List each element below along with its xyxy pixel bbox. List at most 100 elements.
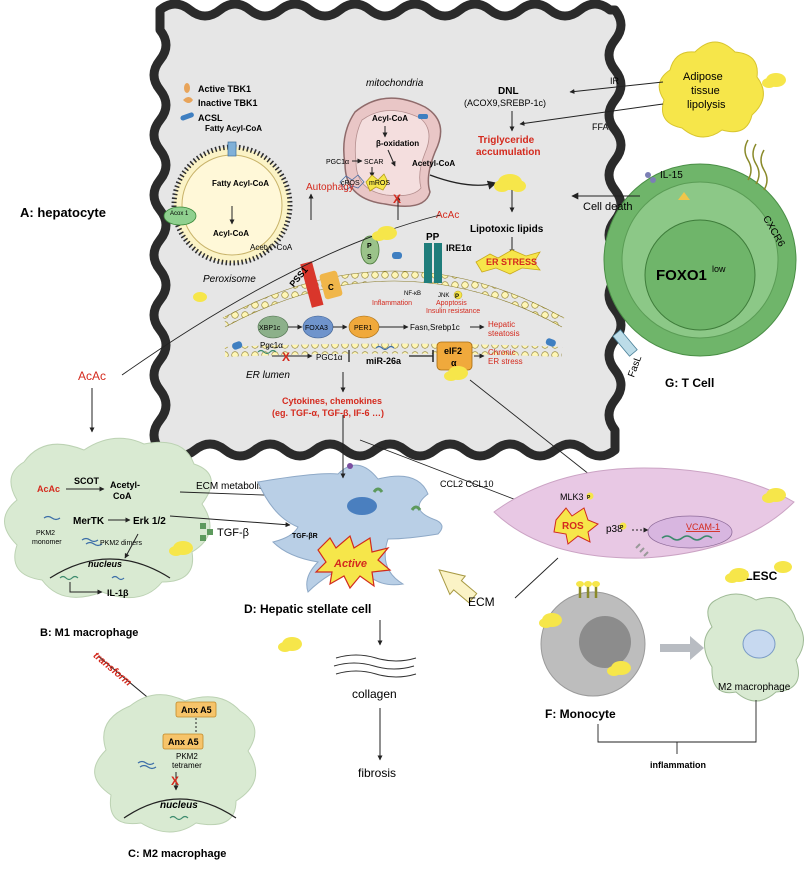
- ecm-label: ECM: [468, 595, 495, 609]
- xbp1c-chain: XBP1c FOXA3 PER1 Fasn,Srebp1c Hepatic st…: [257, 315, 520, 339]
- s-mark: S: [367, 254, 372, 261]
- pgc1a-mid: PGC1α: [316, 353, 343, 362]
- acac-left: AcAc: [78, 369, 106, 383]
- p38-p-mark: P: [620, 525, 624, 531]
- anx-a5-bottom-box: [162, 733, 204, 750]
- active-tbk1-icon: [184, 83, 190, 93]
- inactive-tbk1-icon: [183, 97, 193, 103]
- acox1-label: Acox 1: [170, 211, 189, 217]
- triglyceride-line1: Triglyceride: [478, 135, 535, 146]
- cros-label: cROS: [341, 180, 360, 187]
- mitochondria: mitochondria Acyl-CoA β-oxidation Acetyl…: [343, 78, 455, 207]
- m2-macrophage-right: [704, 593, 804, 702]
- er-stress-label: ER STRESS: [486, 257, 537, 267]
- ecm-metabolism-label: ECM metabolism: [196, 481, 272, 492]
- lipid-chain: DNL (ACOX9,SREBP-1c) Triglyceride accumu…: [393, 86, 546, 275]
- pp-label: PP: [426, 232, 440, 243]
- mir26a-label: miR-26a: [366, 356, 402, 366]
- perox-transporter-icon: [227, 141, 237, 157]
- jnk-p-mark: P: [455, 294, 459, 300]
- inflammation-bracket: [597, 700, 757, 754]
- hepatic-stellate-cell: ECM metabolism TGF-β TGF-βR Active: [169, 415, 443, 593]
- hepatic-steatosis-1: Hepatic: [488, 320, 515, 329]
- tgf-beta-label: TGF-β: [217, 527, 249, 539]
- peroxisome-label: Peroxisome: [203, 274, 256, 285]
- active-label: Active: [333, 558, 367, 570]
- chronic-er-1: Chronic: [488, 348, 516, 357]
- chronic-er-2: ER stress: [488, 357, 523, 366]
- erk-label: Erk 1/2: [133, 516, 166, 527]
- m2-macrophage-label: M2 macrophage: [718, 682, 791, 693]
- acsl-icon: [180, 112, 194, 121]
- ir-label: IR: [610, 76, 620, 86]
- adipose-line1: Adipose: [683, 71, 723, 83]
- ecm-arrow-icon: [438, 569, 478, 604]
- m2-x-mark: X: [171, 774, 179, 788]
- adipose-tissue: Adipose tissue lipolysis IR FFA: [519, 41, 764, 138]
- ire1a-complex: PP IRE1α NF-κB JNK P Inflammation Apopto…: [372, 232, 480, 315]
- pkm2-mono-line2: monomer: [32, 539, 62, 546]
- ire1a-left: [424, 243, 432, 283]
- mros-label: mROS: [369, 180, 390, 187]
- perox-acetyl-coa: Acetyl -CoA: [250, 243, 293, 252]
- er-lumen-label: ER lumen: [246, 370, 290, 381]
- anx-a5-top-box: [175, 701, 217, 718]
- legend: Active TBK1 Inactive TBK1 ACSL: [180, 83, 258, 123]
- lesc: CCL2 CCL10 MLK3 P ROS p38 P VCAM-1: [359, 379, 795, 559]
- ire1a-label: IRE1α: [446, 243, 472, 253]
- legend-inactive-tbk1: Inactive TBK1: [198, 98, 258, 108]
- nucleus-m2: nucleus: [160, 800, 198, 811]
- inhibit-x-mark: X: [393, 192, 401, 206]
- insulin-resistance-label: Insulin resistance: [426, 308, 480, 315]
- il15-label: IL-15: [660, 170, 683, 181]
- il15-receptor-icon: [678, 192, 690, 200]
- il15-dot-2: [650, 177, 656, 183]
- lipotoxic-label: Lipotoxic lipids: [470, 224, 544, 235]
- m1-acetyl-line2: CoA: [113, 491, 132, 501]
- hepatocyte-title: A: hepatocyte: [20, 205, 106, 220]
- cytokines-line2: (eg. TGF-α, TGF-β, IF-6 …): [272, 408, 384, 418]
- dnl-label: DNL: [498, 86, 519, 97]
- apoptosis-label: Apoptosis: [436, 300, 467, 307]
- ire1a-right: [434, 243, 442, 283]
- m1-acetyl-line1: Acetyl-: [110, 480, 140, 490]
- mertk-label: MerTK: [73, 516, 105, 527]
- foxo1-label: FOXO1: [656, 267, 707, 284]
- hsc-nucleus: [347, 497, 377, 515]
- pgc1a-chain: Pgc1α X PGC1α miR-26a eIF2 α Chronic ER …: [257, 341, 523, 371]
- legend-active-tbk1: Active TBK1: [198, 84, 251, 94]
- hsc-title: D: Hepatic stellate cell: [244, 602, 371, 616]
- pgc1a-top: PGC1α: [326, 159, 349, 166]
- foxa3-label: FOXA3: [305, 325, 328, 332]
- p38-label: p38: [606, 524, 623, 535]
- lipid-droplets: [169, 73, 792, 676]
- active-burst-icon: [314, 534, 392, 590]
- pss1-bar: [300, 261, 324, 308]
- hepatic-steatosis-2: steatosis: [488, 329, 520, 338]
- pgc1a-left: Pgc1α: [260, 341, 283, 350]
- tgf-beta-icon: [200, 523, 206, 529]
- il15-dot: [645, 172, 651, 178]
- acac-mito: AcAc: [436, 210, 459, 221]
- scar-label: SCAR: [364, 159, 383, 166]
- beta-oxidation: β-oxidation: [376, 139, 419, 148]
- triglyceride-line2: accumulation: [476, 147, 540, 158]
- mlk3-p-mark: P: [587, 495, 591, 501]
- inflammation-bottom: inflammation: [650, 760, 706, 770]
- foxo1-low: low: [712, 264, 726, 274]
- dnl-detail: (ACOX9,SREBP-1c): [464, 98, 546, 108]
- scot-label: SCOT: [74, 476, 100, 486]
- fasl-label: FasL: [626, 354, 644, 379]
- mlk3-label: MLK3: [560, 492, 584, 502]
- peroxisome: Fatty Acyl-CoA Fatty Acyl-CoA Acyl-CoA A…: [163, 124, 293, 285]
- fatty-acyl-coa-outer: Fatty Acyl-CoA: [205, 124, 262, 133]
- p-mark: P: [367, 243, 372, 250]
- transform-label: transform: [91, 650, 134, 688]
- collagen-icon: [333, 654, 417, 678]
- mito-acetyl-coa: Acetyl-CoA: [412, 159, 455, 168]
- adipose-line3: lipolysis: [687, 99, 726, 111]
- nfkb-label: NF-κB: [404, 291, 421, 297]
- collagen-label: collagen: [352, 687, 397, 701]
- acox1-enzyme: [163, 206, 197, 226]
- fatty-acyl-coa-inner: Fatty Acyl-CoA: [212, 179, 269, 188]
